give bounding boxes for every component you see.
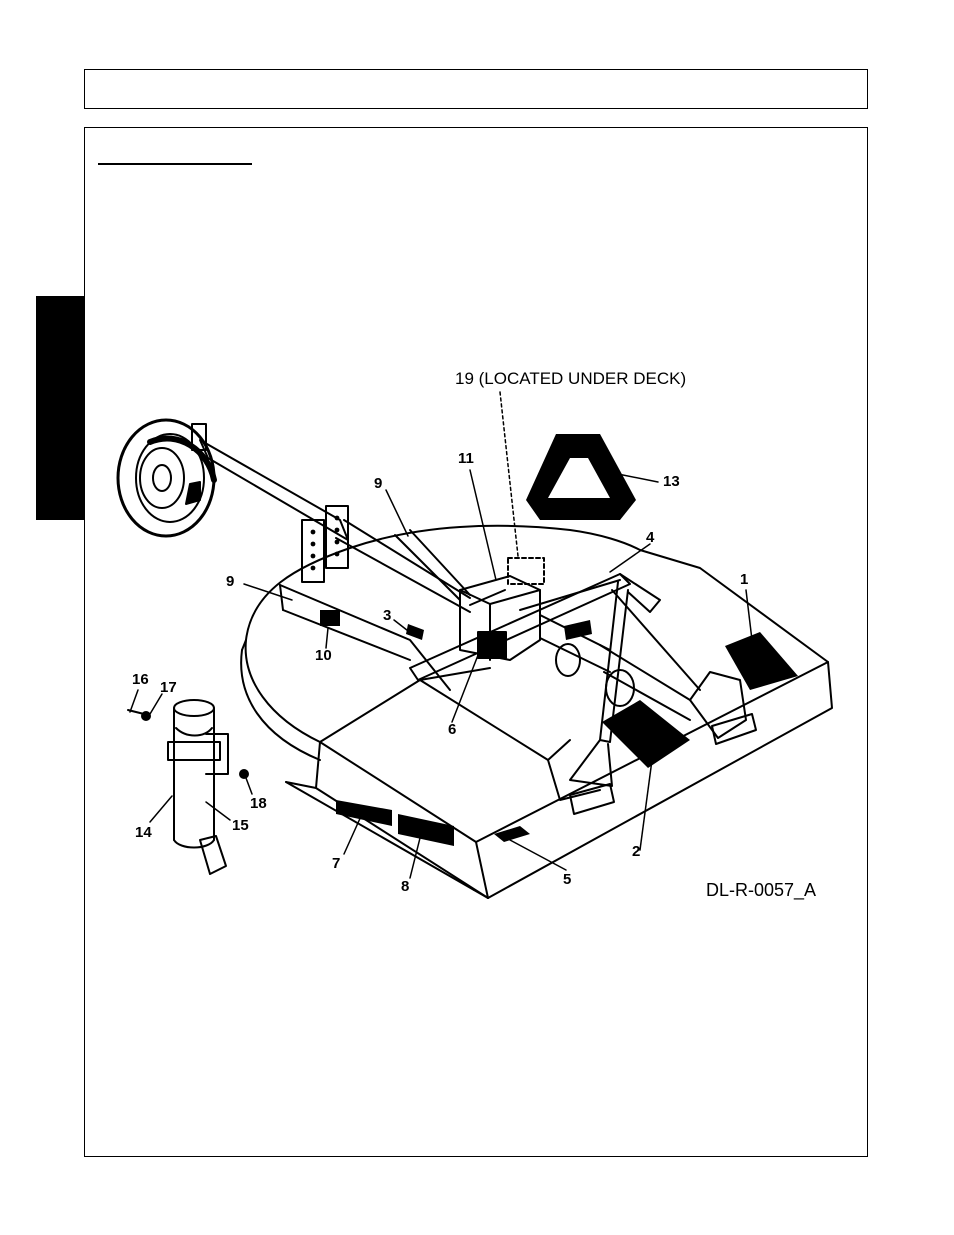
decal-location-diagram: 19 (LOCATED UNDER DECK) 1 2 3 4 5 6 7 8 … <box>116 369 833 901</box>
callout-5: 5 <box>563 871 571 888</box>
callout-7: 7 <box>332 855 340 872</box>
decal-8 <box>398 814 454 846</box>
smv-emblem <box>526 434 636 520</box>
callout-4: 4 <box>646 529 655 546</box>
decal-19-hidden <box>507 557 545 585</box>
leader-lines <box>129 391 753 879</box>
callout-13: 13 <box>663 473 680 490</box>
callout-10: 10 <box>315 647 332 664</box>
drawing-code: DL-R-0057_A <box>706 880 816 901</box>
gearbox <box>459 557 545 661</box>
decal-1 <box>725 632 798 690</box>
callout-17: 17 <box>160 679 177 696</box>
callout-8: 8 <box>401 878 409 895</box>
callout-1: 1 <box>740 571 748 588</box>
hitch-a-frame <box>409 573 757 815</box>
callout-18: 18 <box>250 795 267 812</box>
section-heading-rule <box>98 163 252 165</box>
decal-4-small <box>564 620 592 640</box>
callout-15: 15 <box>232 817 249 834</box>
decal-2 <box>602 700 690 768</box>
decal-10 <box>320 610 340 626</box>
callout-2: 2 <box>632 843 640 860</box>
content-frame <box>84 127 868 1157</box>
decal-3 <box>406 624 424 640</box>
callout-11: 11 <box>458 450 474 467</box>
decal-5 <box>494 826 530 842</box>
tail-wheel-assembly <box>116 418 471 613</box>
callout-9-lower: 9 <box>226 573 234 590</box>
mower-deck <box>240 524 833 899</box>
decal-7 <box>336 800 392 826</box>
decals <box>320 610 798 846</box>
callout-labels: 19 (LOCATED UNDER DECK) 1 2 3 4 5 6 7 8 … <box>132 369 816 901</box>
callout-6: 6 <box>448 721 456 738</box>
page-header-frame <box>84 69 868 109</box>
callout-16: 16 <box>132 671 149 688</box>
callout-3: 3 <box>383 607 391 624</box>
callout-9-upper: 9 <box>374 475 382 492</box>
callout-19: 19 (LOCATED UNDER DECK) <box>455 369 686 388</box>
jack-stand-parts <box>127 699 249 875</box>
section-side-tab <box>36 296 84 520</box>
callout-14: 14 <box>135 824 152 841</box>
